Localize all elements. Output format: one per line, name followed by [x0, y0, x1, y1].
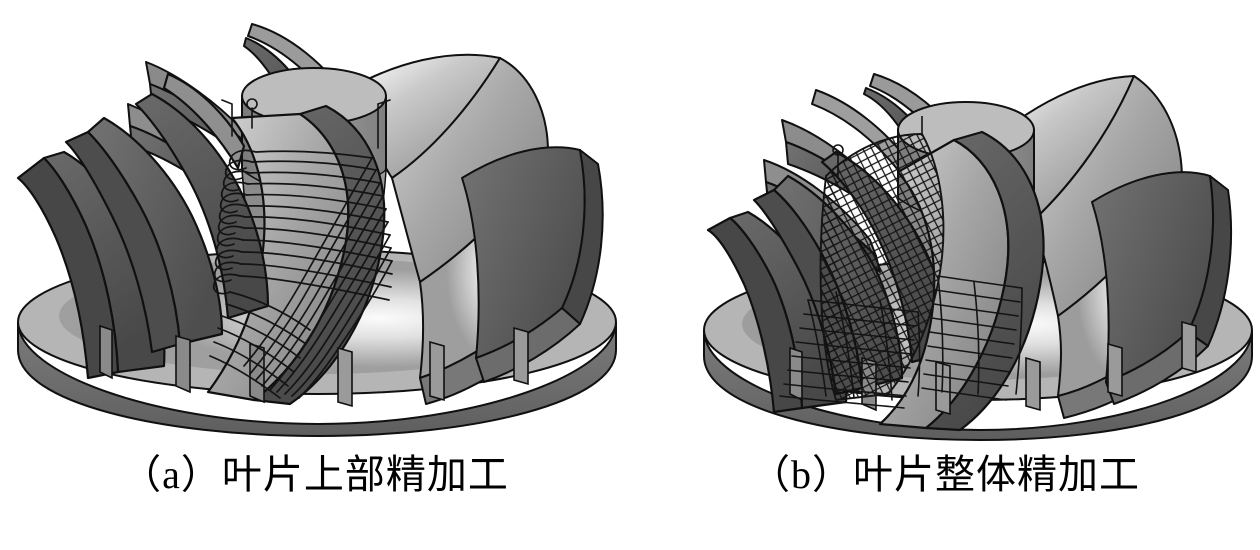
impeller-render-b — [630, 0, 1260, 450]
blade-r2-edge-a — [561, 149, 604, 325]
impeller-render-a — [0, 0, 630, 450]
wall-4-a — [337, 346, 353, 408]
panel-a: （a）叶片上部精加工 — [0, 0, 630, 497]
wall-6-b — [1181, 320, 1197, 374]
toolpath-approach-b — [832, 116, 923, 178]
disk-rim-band-a — [17, 321, 617, 438]
wall-3-b — [935, 360, 951, 416]
impeller-svg-b — [703, 73, 1253, 442]
blade-l2-edge-a — [64, 130, 182, 354]
partition-walls-a — [99, 324, 529, 408]
wall-5-b — [1107, 342, 1123, 398]
panel-a-caption: （a）叶片上部精加工 — [121, 452, 509, 497]
right-blades-a — [343, 53, 604, 405]
blade-l1-edge-b — [706, 216, 804, 414]
wall-2-a — [175, 334, 191, 394]
panel-b-caption: （b）叶片整体精加工 — [750, 452, 1140, 497]
blade-upper-finish-toolpath-a — [209, 98, 393, 399]
machined-blade-back-b — [924, 130, 1045, 432]
wall-1-b — [789, 346, 803, 402]
panel-b: （b）叶片整体精加工 — [630, 0, 1260, 550]
blade-l1-edge-a — [16, 156, 120, 380]
wall-5-a — [429, 340, 445, 402]
impeller-svg-a — [16, 23, 617, 438]
blade-l3-tip-a — [162, 72, 246, 170]
wall-1-a — [99, 324, 113, 380]
toolpath-contours-b — [779, 275, 1023, 409]
disk-rim-band-b — [703, 329, 1253, 442]
wall-4-b — [1025, 356, 1041, 412]
wall-6-a — [513, 326, 529, 386]
blade-r2-edge-b — [1187, 175, 1233, 347]
